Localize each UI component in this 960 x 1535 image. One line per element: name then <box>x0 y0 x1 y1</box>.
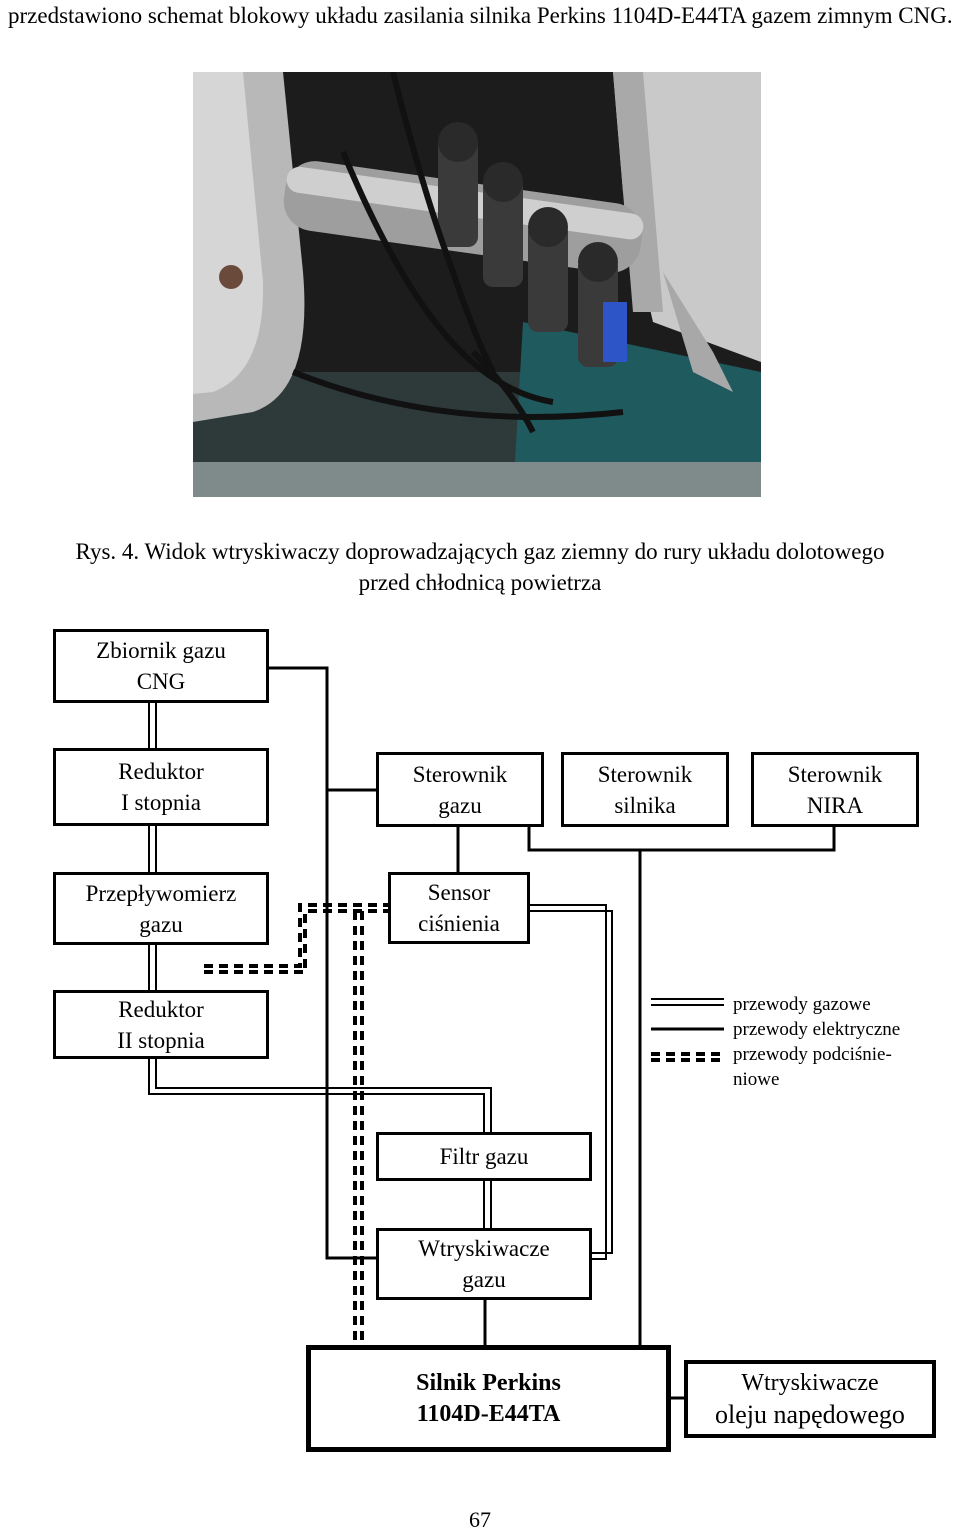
box-gas-controller: Sterownik gazu <box>376 752 544 827</box>
box-reducer-2-line2: II stopnia <box>117 1027 205 1053</box>
box-reducer-2: Reduktor II stopnia <box>53 990 269 1059</box>
box-pressure-sensor-line1: Sensor <box>427 880 491 905</box>
box-flowmeter-line1: Przepływomierz <box>85 880 237 906</box>
box-oil-injectors-line2: oleju napędowego <box>715 1400 905 1429</box>
box-reducer-2-line1: Reduktor <box>118 996 204 1022</box>
box-pressure-sensor-line2: ciśnienia <box>418 911 500 936</box>
box-flowmeter-line2: gazu <box>139 911 183 937</box>
legend-samples <box>651 998 724 1062</box>
box-engine-controller: Sterownik silnika <box>561 752 729 827</box>
box-nira-controller-line2: NIRA <box>806 792 864 818</box>
legend-electric-lines: przewody elektryczne <box>733 1019 901 1040</box>
electric-lines <box>268 666 836 1400</box>
box-nira-controller: Sterownik NIRA <box>751 752 919 827</box>
legend-vacuum-lines-2: niowe <box>733 1069 780 1090</box>
box-reducer-1: Reduktor I stopnia <box>53 748 269 826</box>
box-gas-injectors-line2: gazu <box>462 1267 506 1292</box>
box-engine-controller-line2: silnika <box>614 792 676 818</box>
vacuum-lines <box>204 903 388 1345</box>
box-gas-tank-line1: Zbiornik gazu <box>96 638 226 663</box>
box-gas-injectors-line1: Wtryskiwacze <box>418 1236 550 1261</box>
box-gas-injectors: Wtryskiwacze gazu <box>376 1228 592 1300</box>
legend-gas-lines: przewody gazowe <box>733 994 871 1015</box>
box-gas-filter: Filtr gazu <box>376 1132 592 1181</box>
box-gas-controller-line2: gazu <box>438 792 482 818</box>
box-flowmeter: Przepływomierz gazu <box>53 872 269 945</box>
box-gas-controller-line1: Sterownik <box>412 761 508 787</box>
gas-lines <box>148 702 613 1260</box>
box-oil-injectors-line1: Wtryskiwacze <box>741 1370 879 1396</box>
box-gas-filter-label: Filtr gazu <box>439 1144 529 1169</box>
box-engine-line2: 1104D-E44TA <box>416 1400 561 1427</box>
diagram-legend: przewody gazowe przewody elektryczne prz… <box>733 992 900 1092</box>
legend-vacuum-lines-1: przewody podciśnie- <box>733 1044 892 1065</box>
box-pressure-sensor: Sensor ciśnienia <box>388 872 530 944</box>
box-oil-injectors: Wtryskiwacze oleju napędowego <box>684 1360 936 1438</box>
figure-caption: Rys. 4. Widok wtryskiwaczy doprowadzając… <box>0 536 960 598</box>
box-engine-controller-line1: Sterownik <box>597 761 693 787</box>
intro-paragraph: przedstawiono schemat blokowy układu zas… <box>8 3 953 28</box>
box-nira-controller-line1: Sterownik <box>787 761 883 787</box>
box-gas-tank-line2: CNG <box>136 669 186 694</box>
box-gas-tank: Zbiornik gazu CNG <box>53 629 269 703</box>
injectors-photo-image <box>193 72 761 497</box>
box-engine-line1: Silnik Perkins <box>416 1369 561 1396</box>
injectors-photo <box>193 72 761 497</box>
box-reducer-1-line1: Reduktor <box>118 759 204 784</box>
box-engine: Silnik Perkins 1104D-E44TA <box>306 1345 671 1452</box>
box-reducer-1-line2: I stopnia <box>121 790 201 815</box>
page-number: 67 <box>469 1507 491 1532</box>
figure-caption-line1: Rys. 4. Widok wtryskiwaczy doprowadzając… <box>75 539 885 564</box>
figure-caption-line2: przed chłodnicą powietrza <box>358 570 602 595</box>
